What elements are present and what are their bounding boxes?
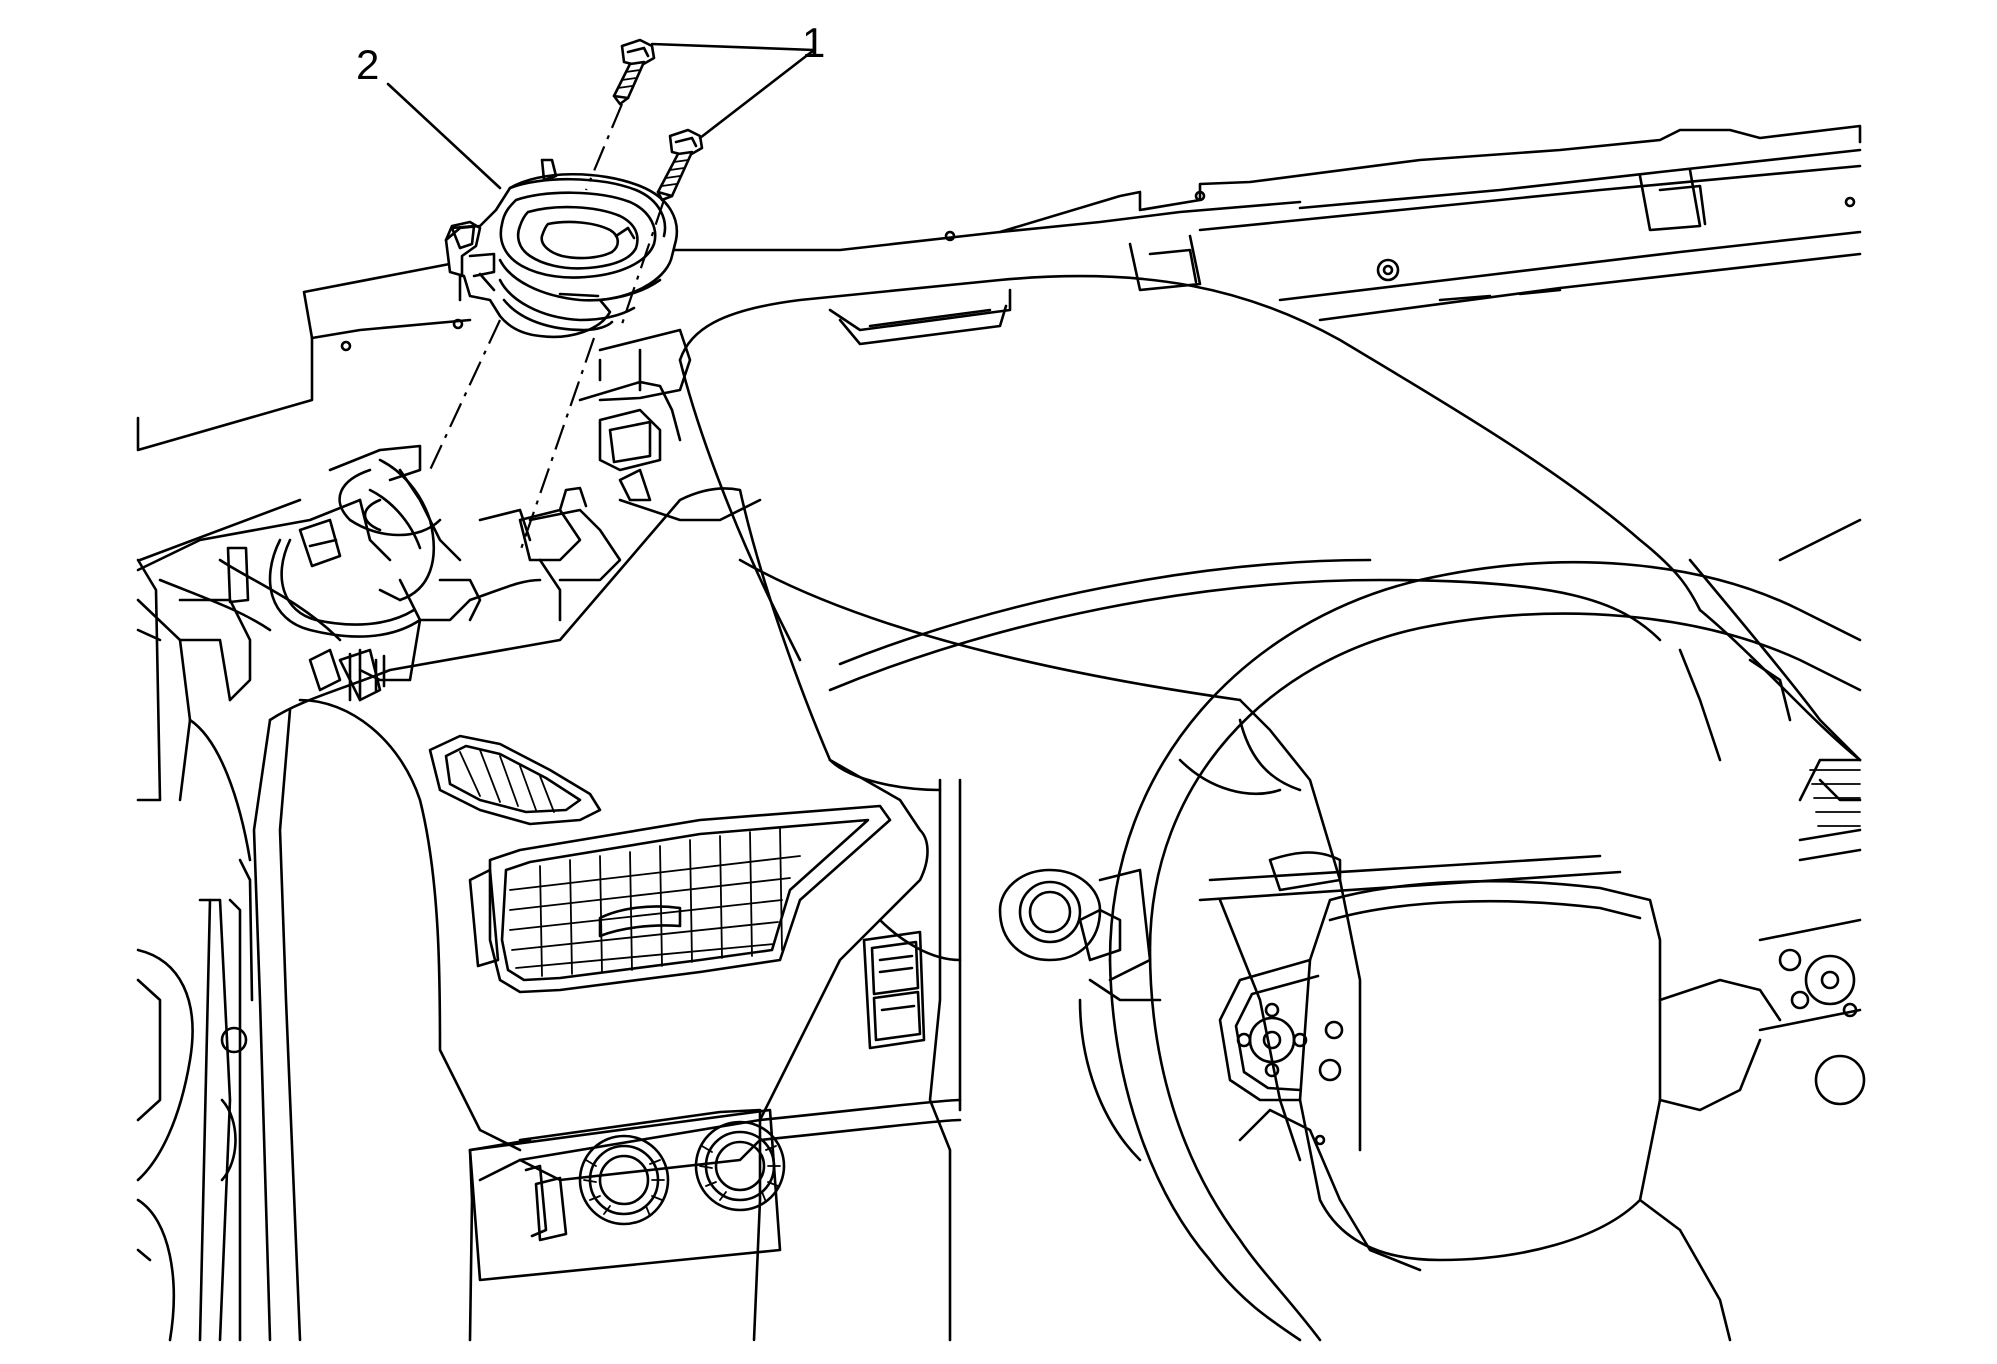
center-vent bbox=[468, 804, 892, 994]
center-dash-panel bbox=[252, 487, 962, 1342]
speaker bbox=[444, 158, 679, 339]
leader-lines bbox=[386, 42, 816, 190]
steering-wheel bbox=[1108, 558, 1862, 1342]
callout-fasteners: 1 bbox=[802, 19, 826, 66]
callout-speaker: 2 bbox=[356, 41, 380, 88]
left-lower-trim bbox=[136, 858, 254, 1342]
steering-column bbox=[998, 851, 1622, 1162]
installation-guide-lines bbox=[429, 103, 666, 553]
instrument-panel-frame bbox=[136, 124, 1862, 452]
switch-bank bbox=[862, 930, 926, 1050]
dash-top-pad bbox=[678, 274, 1702, 1152]
bolt-upper bbox=[612, 38, 656, 106]
hvac-knobs bbox=[468, 1108, 786, 1282]
left-dash-cavity bbox=[136, 328, 762, 862]
right-edge-details bbox=[1678, 518, 1866, 1106]
bolt-lower bbox=[656, 128, 704, 202]
upper-vent bbox=[428, 734, 602, 826]
